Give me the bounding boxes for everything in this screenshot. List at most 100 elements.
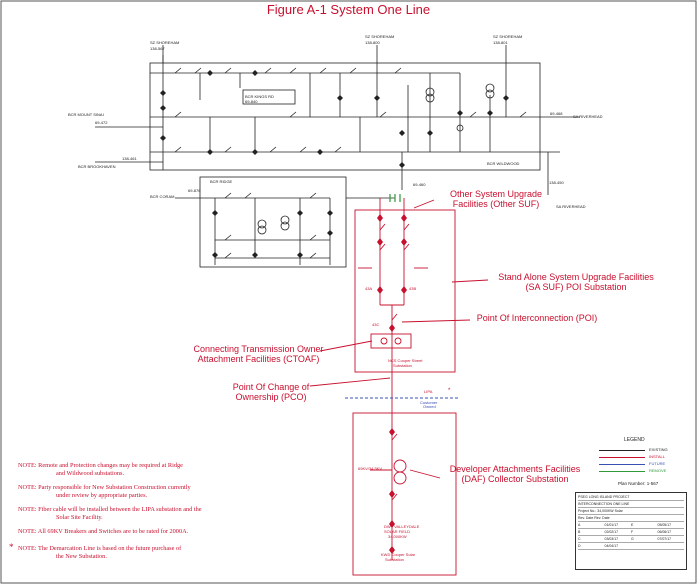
ridge-substation [175, 176, 395, 268]
arrow-ctoaf [319, 340, 373, 352]
title-block: PSEG LONG ISLAND PROJECT INTERCONNECTION… [575, 492, 687, 570]
revision-cell: 04/04/17 [604, 544, 619, 548]
collector-substation-box [352, 412, 457, 576]
note-item: NOTE: Remote and Protection changes may … [18, 462, 183, 477]
new-interconnection [309, 198, 489, 576]
title-block-row: Project No.: 34,000KW Solar [578, 508, 684, 515]
page-title: Figure A-1 System One Line [266, 2, 431, 17]
arrow-other-suf [413, 199, 435, 209]
ridge-breakers [212, 210, 333, 258]
revision-cell: E [631, 523, 634, 527]
existing-breakers [160, 70, 509, 168]
station-label: BCR MOUNT SINAI [68, 112, 104, 117]
station-id: 69-840 [245, 99, 258, 104]
demarcation-asterisk: * [448, 388, 451, 394]
customer-owned-label: Customer Owned [420, 400, 438, 409]
revision-cell [658, 543, 685, 549]
arrow-sa-suf [451, 279, 489, 283]
solar-field-label: DWT VALLEYDALE SOLAR FIELD 34,000KW [384, 524, 421, 539]
note-item: * NOTE: The Demarcation Line is based on… [9, 542, 182, 561]
svg-text:69KV/34.5KV: 69KV/34.5KV [358, 466, 382, 471]
revision-cell: C [578, 537, 581, 541]
callout-poi: Point Of Interconnection (POI) [476, 313, 598, 323]
legend-swatch [599, 471, 645, 472]
breaker-labels: 43A 43B 43C 69KV/34.5KV [358, 286, 416, 471]
title-block-row: Rev. Date Rev. Date [578, 515, 684, 522]
legend-item: REMOVE [599, 468, 689, 474]
revision-cell: D [578, 544, 581, 548]
revision-row: B 02/02/17 F 06/06/17 [578, 529, 684, 536]
network-boundary [149, 62, 541, 171]
revision-cell: B [578, 530, 581, 534]
revision-cell: 05/05/17 [657, 523, 672, 527]
revision-cell: 06/06/17 [657, 530, 672, 534]
station-label: BCR CORAM [150, 194, 174, 199]
legend: LEGEND EXISTING INSTALL FUTURE REMOVE [591, 437, 691, 493]
note-item: NOTE: Party responsible for New Substati… [18, 484, 191, 499]
station-label: SA RIVERHEAD [556, 204, 586, 209]
collector-substation-name: KWD Cooper Solar Substation [381, 552, 416, 562]
legend-heading: LEGEND [624, 437, 645, 443]
revision-cell: A [578, 523, 581, 527]
svg-text:43B: 43B [409, 286, 416, 291]
station-id: 69-876 [188, 188, 201, 193]
station-label: BCR KINGS RD [245, 94, 274, 99]
svg-text:43C: 43C [372, 322, 379, 327]
new-breakers [377, 214, 407, 554]
remove-marker [389, 194, 401, 202]
station-id: 138-450 [549, 180, 564, 185]
station-id: 138-801 [493, 40, 508, 45]
station-label: SA RIVERHEAD [573, 114, 603, 119]
legend-item: INSTALL [599, 454, 689, 460]
station-id: 69-460 [413, 182, 426, 187]
revision-cell: 01/01/17 [604, 523, 619, 527]
station-id: 138-800 [365, 40, 380, 45]
station-label: SZ SHOREHAM [150, 40, 179, 45]
revision-cell [631, 543, 658, 549]
revision-cell: G [631, 537, 634, 541]
title-block-row: INTERCONNECTION ONE LINE [578, 501, 684, 508]
poi-substation-box [354, 209, 456, 373]
station-label: BCR WILDWOOD [487, 161, 520, 166]
revision-cell: F [631, 530, 634, 534]
asterisk-mark: * [9, 542, 14, 552]
revision-row: D 04/04/17 [578, 543, 684, 550]
arrow-pco [309, 377, 391, 387]
note-item: NOTE: All 69KV Breakers and Switches are… [18, 528, 189, 535]
legend-item: FUTURE [599, 461, 689, 467]
existing-network [95, 45, 580, 195]
station-labels: SZ SHOREHAM 138-567 SZ SHOREHAM 138-800 … [68, 34, 603, 209]
note-item: NOTE: Fiber cable will be installed betw… [18, 506, 202, 521]
station-label: SZ SHOREHAM [493, 34, 522, 39]
revision-cell: 03/03/17 [604, 537, 619, 541]
revision-row: A 01/01/17 E 05/05/17 [578, 522, 684, 529]
revision-cell: 07/07/17 [657, 537, 672, 541]
legend-swatch [599, 464, 645, 465]
station-label: SZ SHOREHAM [365, 34, 394, 39]
station-label: BCR BROOKHAVEN [78, 164, 116, 169]
poi-substation-name: NCS Cooper Street Substation [388, 358, 424, 368]
station-id: 138-461 [122, 156, 137, 161]
arrow-poi [401, 319, 471, 323]
legend-swatch [599, 450, 645, 451]
station-label: BCR RIDGE [210, 179, 233, 184]
revision-cell: 02/02/17 [604, 530, 619, 534]
svg-text:43A: 43A [365, 286, 372, 291]
title-block-row: PSEG LONG ISLAND PROJECT [578, 494, 684, 501]
station-id: 69-468 [550, 111, 563, 116]
revision-row: C 03/03/17 G 07/07/17 [578, 536, 684, 543]
legend-swatch [599, 457, 645, 458]
plan-number: Plan Number: 1-567 [618, 481, 659, 486]
kenmore-label-box [242, 89, 296, 105]
arrow-daf [409, 469, 441, 479]
callout-sa-suf: Stand Alone System Upgrade Facilities(SA… [498, 272, 654, 292]
station-id: 69-472 [95, 120, 108, 125]
callout-daf: Developer Attachments Facilities(DAF) Co… [449, 464, 581, 484]
station-id: 138-567 [150, 46, 165, 51]
ctoaf-equipment [370, 333, 412, 349]
